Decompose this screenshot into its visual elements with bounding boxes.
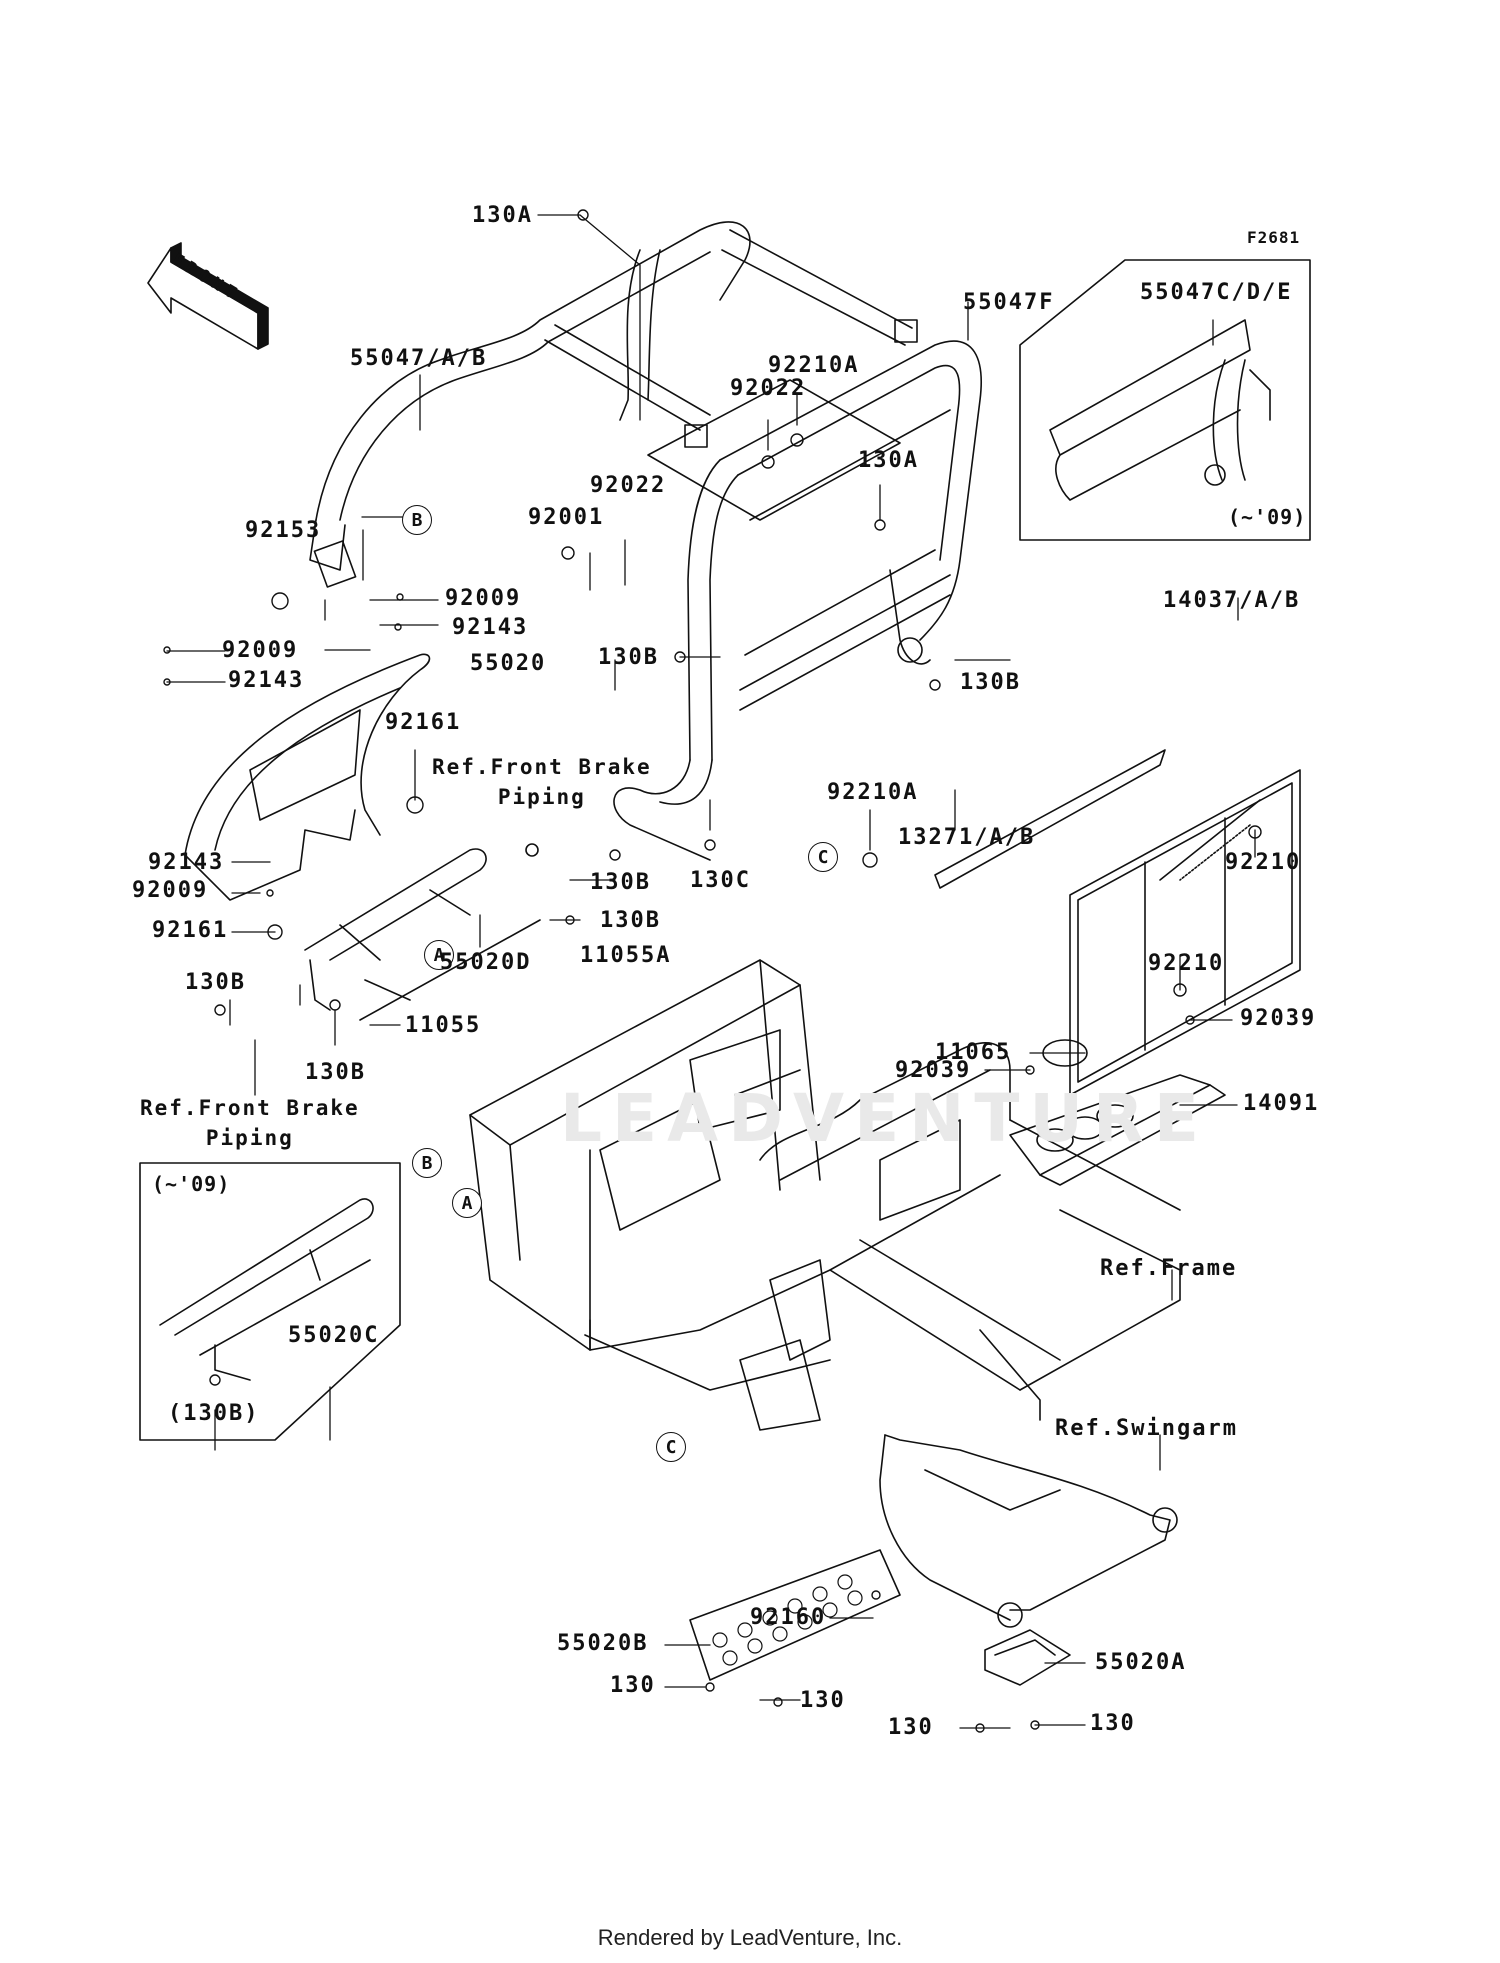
part-label-55047-a-b[interactable]: 55047/A/B [350,346,488,371]
ref-frame[interactable]: Ref.Frame [1100,1256,1238,1281]
part-label-130b-c[interactable]: 130B [590,870,651,895]
part-label-92210-a[interactable]: 92210 [1225,850,1302,875]
seat-base-plate [1009,1074,1226,1186]
part-label-92160[interactable]: 92160 [750,1605,827,1630]
part-label-55047c-d-e[interactable]: 55047C/D/E [1140,280,1293,305]
skid-plate-55020a [984,1629,1071,1686]
inset-bumper-sketch [159,1198,374,1381]
callout-c-lower: C [656,1432,686,1462]
ref-front-brake-piping-upper[interactable]: Ref.Front Brake Piping [432,755,652,810]
footer-credit: Rendered by LeadVenture, Inc. [597,1925,903,1950]
front-bumper [304,843,541,1021]
trim-strip [934,749,1166,889]
callout-c-upper: C [808,842,838,872]
part-label-92210a-top[interactable]: 92210A [768,353,860,378]
part-label-92210-b[interactable]: 92210 [1148,951,1225,976]
ref-swingarm[interactable]: Ref.Swingarm [1055,1416,1238,1441]
part-label-92143-b[interactable]: 92143 [228,668,305,693]
fastener-icons [163,209,1262,1733]
part-label-92210a-mid[interactable]: 92210A [827,780,919,805]
part-label-92143-c[interactable]: 92143 [148,850,225,875]
rear-screen-grille [1069,769,1301,1096]
watermark: LEADVENTURE [560,1080,1209,1157]
part-label-130b-b[interactable]: 130B [960,670,1021,695]
leader-lines [166,214,1256,1729]
cap-11065-shape [1042,1039,1088,1067]
part-label-92022-top[interactable]: 92022 [730,376,807,401]
part-label-92009-c[interactable]: 92009 [132,878,209,903]
part-label-130c[interactable]: 130C [690,868,751,893]
part-label-14091[interactable]: 14091 [1243,1091,1320,1116]
part-label-130b-e[interactable]: 130B [185,970,246,995]
part-label-130-c[interactable]: 130 [888,1715,934,1740]
skid-plate-55020a-detail [994,1639,1056,1656]
part-label-130-a[interactable]: 130 [610,1673,656,1698]
main-frame [469,959,1181,1431]
part-label-92001[interactable]: 92001 [528,505,605,530]
part-label-55047f[interactable]: 55047F [963,290,1055,315]
part-label-92022-mid[interactable]: 92022 [590,473,667,498]
part-label-14037-a-b[interactable]: 14037/A/B [1163,588,1301,613]
callout-a-lower: A [452,1188,482,1218]
roll-cage-rear-hoop [613,340,982,861]
callout-b-upper: B [402,505,432,535]
part-label-92039-b[interactable]: 92039 [895,1058,972,1083]
callout-b-lower: B [412,1148,442,1178]
part-label-130b-f[interactable]: 130B [305,1060,366,1085]
part-label-130b-d[interactable]: 130B [600,908,661,933]
roll-cage-front-hoop [309,221,918,588]
part-label-92009-b[interactable]: 92009 [222,638,299,663]
part-label-13271-a-b[interactable]: 13271/A/B [898,825,1036,850]
part-label-92009-a[interactable]: 92009 [445,586,522,611]
figure-id: F2681 [1247,228,1301,247]
part-label-130-b[interactable]: 130 [800,1688,846,1713]
callout-a-upper: A [424,940,454,970]
part-label-55020a[interactable]: 55020A [1095,1650,1187,1675]
part-label-92161-a[interactable]: 92161 [385,710,462,735]
part-label-130-d[interactable]: 130 [1090,1711,1136,1736]
skid-plate-55020b [689,1549,901,1681]
part-label-55020b[interactable]: 55020B [557,1631,649,1656]
part-label-11065[interactable]: 11065 [935,1040,1012,1065]
part-label-55020[interactable]: 55020 [470,651,547,676]
part-label-130b-a[interactable]: 130B [598,645,659,670]
part-label-130b-paren[interactable]: (130B) [168,1401,260,1426]
part-label-92161-b[interactable]: 92161 [152,918,229,943]
part-label-130a-mid[interactable]: 130A [858,448,919,473]
inset-roll-cage-sketch [1049,319,1271,501]
front-arrow-icon [147,242,269,350]
inset-box-55020c [139,1162,401,1441]
part-label-55020d[interactable]: 55020D [440,950,532,975]
part-label-92143-a[interactable]: 92143 [452,615,529,640]
swingarm [879,1434,1178,1628]
inset-box-55047cde [1019,259,1311,541]
ref-front-brake-piping-lower[interactable]: Ref.Front Brake Piping [140,1096,360,1151]
part-label-55020c[interactable]: 55020C [288,1323,380,1348]
part-label-11055a[interactable]: 11055A [580,943,672,968]
part-label-92039-a[interactable]: 92039 [1240,1006,1317,1031]
front-fender [184,653,431,901]
part-label-92153[interactable]: 92153 [245,518,322,543]
part-label-11055[interactable]: 11055 [405,1013,482,1038]
part-label-130a-top[interactable]: 130A [472,203,533,228]
inset-note-upper-right: (~'09) [1228,505,1307,529]
inset-note-lower-left: (~'09) [152,1172,231,1196]
